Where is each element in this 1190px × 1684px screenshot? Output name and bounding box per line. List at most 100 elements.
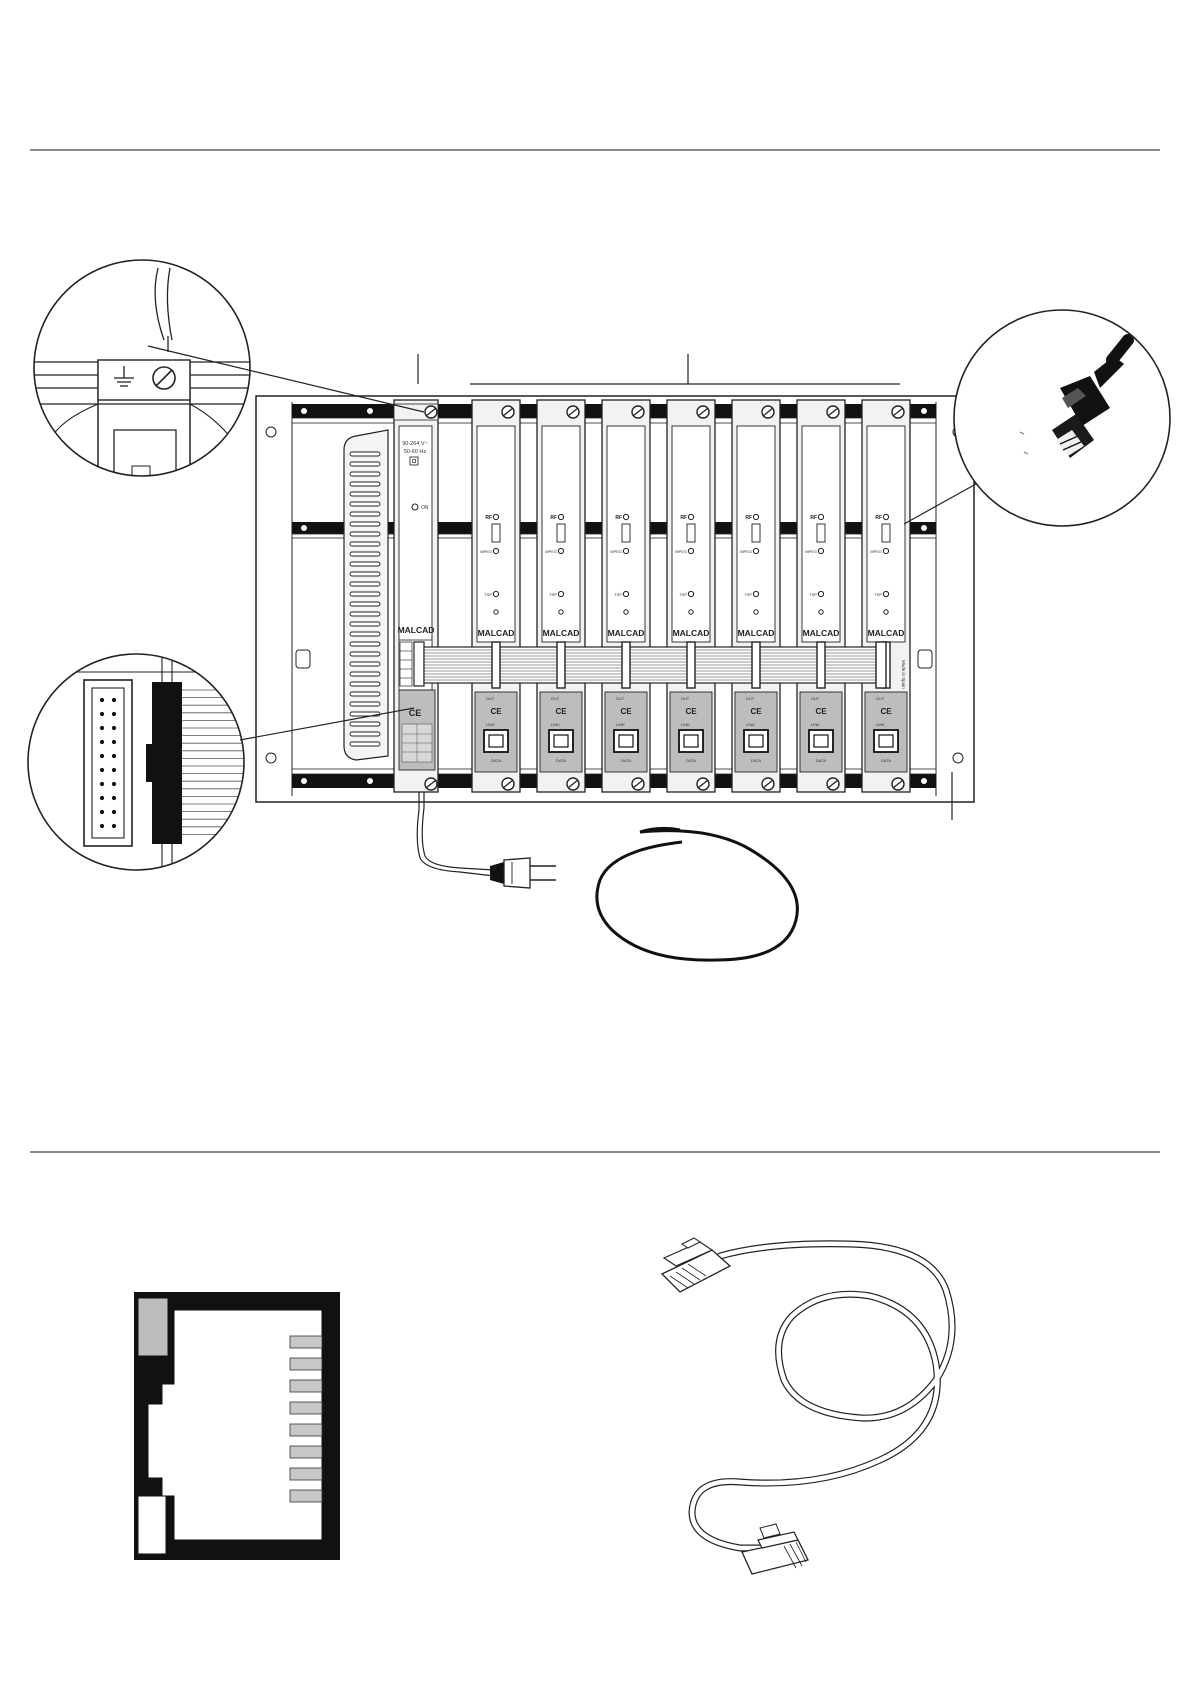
- led-label-rf: RF: [550, 515, 557, 521]
- ribbon-connector[interactable]: [557, 642, 565, 688]
- ce-mark: CE: [490, 707, 502, 716]
- hdmi-port[interactable]: [492, 524, 500, 542]
- hdmi-port[interactable]: [817, 524, 825, 542]
- rail-hole: [921, 525, 927, 531]
- led-indicator: [753, 591, 758, 596]
- port-caption: DATA: [816, 758, 826, 763]
- led-label-tsp: TSP: [874, 592, 882, 597]
- status-led: [624, 610, 628, 614]
- port-label: LINK: [746, 722, 755, 727]
- port-label: LINK: [681, 722, 690, 727]
- ribbon-cable: [424, 642, 890, 688]
- led-label-rf: RF: [875, 515, 882, 521]
- rail-hole: [301, 525, 307, 531]
- rj45-socket-diagram: [134, 1292, 340, 1560]
- connector-pin: [112, 726, 116, 730]
- ce-mark: CE: [685, 707, 697, 716]
- connector-pin: [100, 796, 104, 800]
- socket-pin: [290, 1336, 322, 1348]
- heatsink-fin: [350, 512, 380, 516]
- led-indicator: [883, 514, 888, 519]
- socket-pin: [290, 1402, 322, 1414]
- brand-logo: MALCAD: [608, 628, 645, 638]
- hdmi-port[interactable]: [752, 524, 760, 542]
- status-led: [819, 610, 823, 614]
- hdmi-port[interactable]: [687, 524, 695, 542]
- port-top-label: OUT: [486, 696, 495, 701]
- led-indicator: [883, 548, 888, 553]
- heatsink: [344, 430, 388, 760]
- patch-cable: [662, 1238, 952, 1574]
- socket-pin: [290, 1380, 322, 1392]
- led-label-mpeg: MPEG: [870, 549, 882, 554]
- tuner-module: RFMPEGTSPMALCADOUTCELINKDATAMade in Spai…: [862, 400, 910, 792]
- status-led: [559, 610, 563, 614]
- led-label-mpeg: MPEG: [610, 549, 622, 554]
- led-indicator: [493, 514, 498, 519]
- tuner-module: RFMPEGTSPMALCADOUTCELINKDATA: [472, 400, 520, 792]
- status-led: [494, 610, 498, 614]
- rail-hole: [367, 408, 373, 414]
- ce-mark: CE: [815, 707, 827, 716]
- heatsink-fin: [350, 452, 380, 456]
- ce-mark: CE: [555, 707, 567, 716]
- ribbon-connector[interactable]: [876, 642, 886, 688]
- ribbon-header[interactable]: [414, 642, 424, 686]
- rail-hole: [921, 778, 927, 784]
- led-indicator: [818, 548, 823, 553]
- heatsink-fin: [350, 472, 380, 476]
- connector-pin: [112, 782, 116, 786]
- port-label: LINK: [551, 722, 560, 727]
- ribbon-connector[interactable]: [752, 642, 760, 688]
- heatsink-fin: [350, 572, 380, 576]
- led-indicator: [623, 548, 628, 553]
- hdmi-port[interactable]: [557, 524, 565, 542]
- port-caption: DATA: [751, 758, 761, 763]
- port-caption: DATA: [556, 758, 566, 763]
- led-label-tsp: TSP: [744, 592, 752, 597]
- connector-pin: [100, 740, 104, 744]
- led-label-mpeg: MPEG: [545, 549, 557, 554]
- led-label: ON: [421, 505, 429, 511]
- port-label: LINK: [811, 722, 820, 727]
- ribbon-connector[interactable]: [817, 642, 825, 688]
- ce-mark: CE: [880, 707, 892, 716]
- hdmi-port[interactable]: [622, 524, 630, 542]
- ribbon-connector[interactable]: [687, 642, 695, 688]
- led-label-mpeg: MPEG: [805, 549, 817, 554]
- ce-mark: CE: [409, 708, 422, 718]
- led-indicator: [623, 591, 628, 596]
- rating-line-1: 90-264 V~: [402, 441, 428, 447]
- port-caption: DATA: [491, 758, 501, 763]
- socket-pin: [290, 1358, 322, 1370]
- heatsink-fin: [350, 642, 380, 646]
- heatsink-fin: [350, 662, 380, 666]
- led-label-tsp: TSP: [614, 592, 622, 597]
- led-indicator: [623, 514, 628, 519]
- led-indicator: [412, 504, 418, 510]
- connector-pin: [112, 810, 116, 814]
- frame-hole: [953, 753, 963, 763]
- connector-pin: [112, 754, 116, 758]
- rail-hole: [921, 408, 927, 414]
- connector-pin: [100, 824, 104, 828]
- hdmi-port[interactable]: [882, 524, 890, 542]
- status-led: [884, 610, 888, 614]
- ribbon-connector[interactable]: [622, 642, 630, 688]
- led-label-rf: RF: [745, 515, 752, 521]
- status-led: [689, 610, 693, 614]
- led-indicator: [493, 548, 498, 553]
- heatsink-fin: [350, 692, 380, 696]
- led-label-tsp: TSP: [549, 592, 557, 597]
- heatsink-fin: [350, 672, 380, 676]
- port-top-label: OUT: [681, 696, 690, 701]
- port-top-label: OUT: [811, 696, 820, 701]
- led-indicator: [493, 591, 498, 596]
- ribbon-connector[interactable]: [492, 642, 500, 688]
- led-indicator: [883, 591, 888, 596]
- power-supply-module: 90-264 V~ 50-60 Hz ON MALCAD CE: [394, 400, 438, 792]
- heatsink-fin: [350, 702, 380, 706]
- port-top-label: OUT: [876, 696, 885, 701]
